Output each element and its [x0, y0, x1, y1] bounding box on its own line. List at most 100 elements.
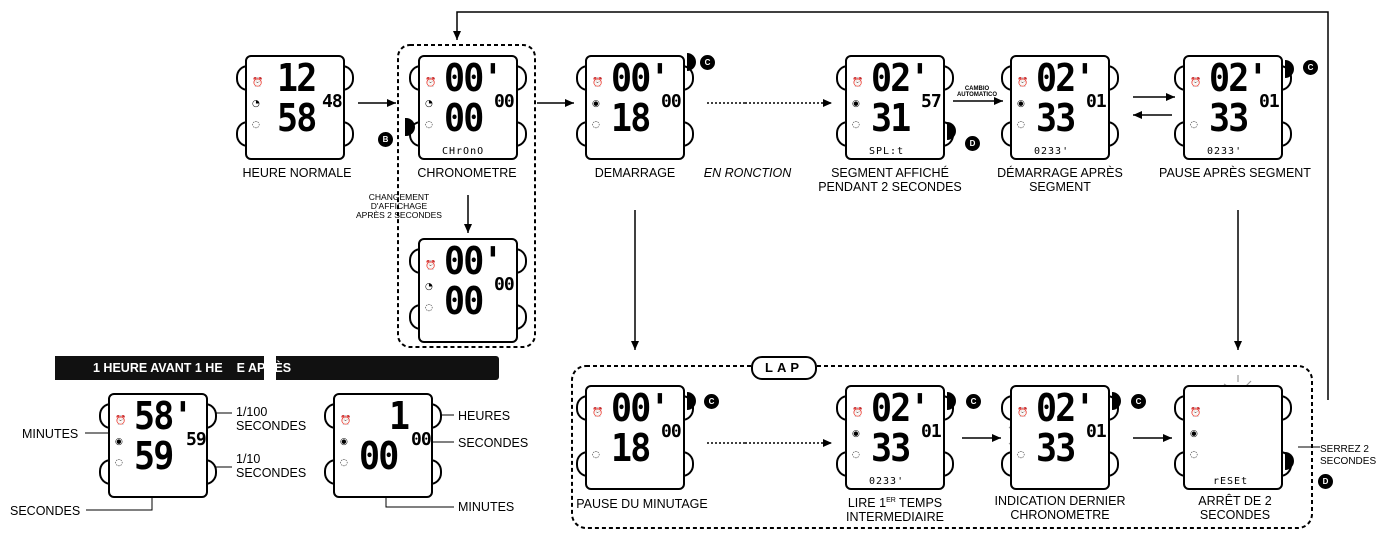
label-changement: CHANGEMENT D'AFFICHAGE APRÈS 2 SECONDES [356, 192, 442, 220]
small-circle-icon: ◌ [1017, 450, 1025, 460]
button-c-icon: C [704, 394, 719, 409]
alarm-icon: ⏰ [1017, 78, 1029, 88]
label-en-ronction: EN RONCTION [703, 166, 792, 180]
button-marker [1112, 392, 1121, 410]
button-marker [1285, 452, 1294, 470]
label-lire-1er: LIRE 1ER TEMPS INTERMEDIAIRE [846, 496, 944, 525]
button-marker [947, 392, 956, 410]
watch-chronometre: ⏰ ◔ ◌ 00' 00 00 CHrOnO [409, 55, 527, 160]
display-bottom: 00 [444, 96, 484, 140]
circle-icon: ◉ [852, 429, 860, 439]
lap-badge: LAP [751, 356, 817, 380]
button-marker [1285, 60, 1294, 78]
display-sub: 0233' [1207, 146, 1243, 157]
display-sub: rESEt [1213, 476, 1249, 487]
display-sub: 0233' [1034, 146, 1070, 157]
display-small: 00 [411, 429, 432, 450]
watch-segment-affiche: ⏰ ◉ ◌ 02' 31 57 SPL:t [836, 55, 954, 160]
display-hours: 1 [389, 394, 410, 438]
display-seconds: 48 [322, 91, 343, 112]
label-secondes: SECONDES [10, 504, 81, 518]
display-small: 57 [921, 91, 942, 112]
display-bottom: 18 [611, 426, 651, 470]
display-top: 00' [444, 239, 503, 283]
display-small: 01 [921, 421, 942, 442]
display-top: 02' [1036, 386, 1095, 430]
display-hours: 12 [277, 56, 317, 100]
clock-icon: ◔ [425, 282, 433, 292]
display-bottom: 18 [611, 96, 651, 140]
label-minutes-right: MINUTES [458, 500, 515, 514]
label-serrez-2: SERREZ 2 SECONDES [1320, 444, 1377, 467]
display-top: 02' [871, 56, 930, 100]
alarm-icon: ⏰ [425, 78, 437, 88]
label-secondes-right: SECONDES [458, 436, 529, 450]
display-bottom: 31 [871, 96, 911, 140]
display-top: 02' [871, 386, 930, 430]
time-zone-banner: 1 HEURE AVANT 1 HEE APRÈS [55, 356, 499, 380]
display-bottom: 00 [444, 279, 484, 323]
circle-icon: ◉ [115, 437, 123, 447]
display-top: 00' [444, 56, 503, 100]
button-c-icon: C [1303, 60, 1318, 75]
display-minutes: 00 [359, 434, 399, 478]
button-marker [687, 53, 696, 71]
display-top: 00' [611, 386, 670, 430]
clock-icon: ◔ [252, 99, 260, 109]
display-small: 01 [1259, 91, 1280, 112]
circle-icon: ◉ [852, 99, 860, 109]
small-circle-icon: ◌ [1190, 120, 1198, 130]
display-minutes: 58 [277, 96, 317, 140]
circle-icon: ◉ [592, 99, 600, 109]
label-centiemes: 1/100 SECONDES [236, 405, 307, 433]
display-minutes: 58' [134, 394, 193, 438]
display-small: 01 [1086, 421, 1107, 442]
label-demarrage-apres-segment: DÉMARRAGE APRÈS SEGMENT [997, 166, 1123, 194]
alarm-icon: ⏰ [425, 261, 437, 271]
watch-heure-normale: ⏰ ◔ ◌ 12 58 48 [236, 55, 354, 160]
small-circle-icon: ◌ [1017, 120, 1025, 130]
display-bottom: 33 [1209, 96, 1249, 140]
small-circle-icon: ◌ [425, 120, 433, 130]
button-marker [405, 118, 415, 136]
display-small: 00 [661, 91, 682, 112]
small-circle-icon: ◌ [425, 303, 433, 313]
label-heure-normale: HEURE NORMALE [242, 166, 352, 180]
watch-reset: ⏰ ◉ ◌ rESEt [1174, 385, 1292, 490]
alarm-icon: ⏰ [852, 78, 864, 88]
display-sub: 0233' [869, 476, 905, 487]
display-small: 59 [186, 429, 207, 450]
small-circle-icon: ◌ [592, 120, 600, 130]
circle-icon: ◉ [1017, 99, 1025, 109]
display-small: 00 [494, 91, 515, 112]
banner-gap [264, 356, 276, 380]
button-c-icon: C [1131, 394, 1146, 409]
watch-indication-dernier: ⏰ ◌ 02' 33 01 [1001, 385, 1119, 490]
small-circle-icon: ◌ [1190, 450, 1198, 460]
button-c-icon: C [700, 55, 715, 70]
display-bottom: 33 [871, 426, 911, 470]
label-heures: HEURES [458, 409, 511, 423]
button-d-icon: D [965, 136, 980, 151]
watch-demarrage: ⏰ ◉ ◌ 00' 18 00 [576, 55, 694, 160]
label-demarrage: DEMARRAGE [594, 166, 676, 180]
watch-chronometre-apres: ⏰ ◔ ◌ 00' 00 00 [409, 238, 527, 343]
small-circle-icon: ◌ [852, 450, 860, 460]
alarm-icon: ⏰ [115, 416, 127, 426]
circle-icon: ◉ [340, 437, 348, 447]
display-sub: SPL:t [869, 146, 905, 157]
watch-legend-time: ⏰ ◉ ◌ 1 00 00 [324, 393, 442, 498]
button-marker [947, 122, 956, 140]
display-sub: CHrOnO [442, 146, 485, 157]
small-circle-icon: ◌ [852, 120, 860, 130]
small-circle-icon: ◌ [115, 458, 123, 468]
label-segment-affiche: SEGMENT AFFICHÉ PENDANT 2 SECONDES [818, 166, 962, 194]
label-chronometre: CHRONOMETRE [417, 166, 517, 180]
alarm-icon: ⏰ [1190, 78, 1202, 88]
label-dixiemes: 1/10 SECONDES [236, 452, 307, 480]
display-seconds: 59 [134, 434, 174, 478]
label-minutes: MINUTES [22, 427, 79, 441]
small-circle-icon: ◌ [340, 458, 348, 468]
watch-demarrage-apres-segment: ⏰ ◉ ◌ 02' 33 01 0233' [1001, 55, 1119, 160]
